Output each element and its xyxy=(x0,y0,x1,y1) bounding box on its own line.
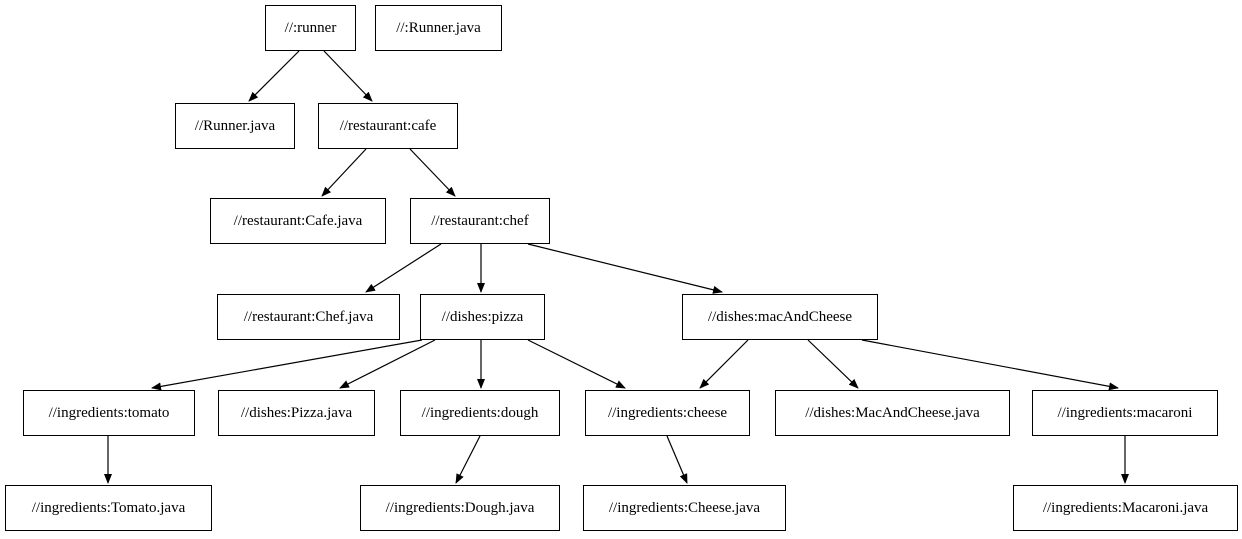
graph-node-label: //dishes:pizza xyxy=(441,308,524,325)
graph-node-ing_cheese[interactable]: //ingredients:cheese xyxy=(585,390,750,436)
graph-node-label: //dishes:macAndCheese xyxy=(707,308,853,325)
graph-node-runner[interactable]: //:runner xyxy=(265,5,356,51)
graph-edge-dishes_macandcheese-to-dishes_macjava xyxy=(807,339,859,389)
graph-node-restaurant_cafe[interactable]: //restaurant:cafe xyxy=(318,103,458,149)
graph-edge-restaurant_chef-to-restaurant_chef_java xyxy=(365,243,442,293)
graph-node-dishes_macandcheese[interactable]: //dishes:macAndCheese xyxy=(682,294,878,340)
graph-node-runner_java[interactable]: //Runner.java xyxy=(175,103,295,149)
graph-edge-runner-to-runner_java xyxy=(248,50,300,102)
graph-edge-dishes_pizza-to-ing_tomato xyxy=(151,339,423,391)
graph-node-label: //restaurant:cafe xyxy=(339,117,437,134)
graph-node-ing_dough[interactable]: //ingredients:dough xyxy=(400,390,560,436)
graph-node-dishes_macjava[interactable]: //dishes:MacAndCheese.java xyxy=(775,390,1010,436)
graph-node-label: //restaurant:chef xyxy=(431,212,529,229)
graph-edge-runner-to-restaurant_cafe xyxy=(323,50,373,102)
graph-node-label: //:Runner.java xyxy=(396,19,481,36)
graph-edge-restaurant_cafe-to-restaurant_cafe_java xyxy=(321,148,367,197)
graph-node-label: //restaurant:Cafe.java xyxy=(233,212,363,229)
graph-node-label: //ingredients:dough xyxy=(421,404,539,421)
graph-node-ing_tomato_java[interactable]: //ingredients:Tomato.java xyxy=(5,485,212,531)
graph-edge-restaurant_cafe-to-restaurant_chef xyxy=(409,148,456,197)
graph-node-ing_dough_java[interactable]: //ingredients:Dough.java xyxy=(360,485,560,531)
graph-node-ing_macaroni[interactable]: //ingredients:macaroni xyxy=(1032,390,1218,436)
graph-node-root_runner_java[interactable]: //:Runner.java xyxy=(375,5,502,51)
graph-node-label: //ingredients:Macaroni.java xyxy=(1042,499,1209,516)
graph-edges xyxy=(104,50,1129,484)
graph-edge-restaurant_chef-to-dishes_macandcheese xyxy=(527,243,723,294)
graph-node-dishes_pizza_java[interactable]: //dishes:Pizza.java xyxy=(218,390,375,436)
graph-edge-ing_cheese-to-ing_cheese_java xyxy=(666,435,688,484)
graph-node-label: //:runner xyxy=(284,19,337,36)
graph-node-dishes_pizza[interactable]: //dishes:pizza xyxy=(420,294,545,340)
graph-node-label: //restaurant:Chef.java xyxy=(243,308,374,325)
graph-node-label: //ingredients:macaroni xyxy=(1057,404,1193,421)
graph-edge-ing_dough-to-ing_dough_java xyxy=(455,435,481,484)
graph-node-label: //ingredients:Cheese.java xyxy=(608,499,761,516)
graph-node-label: //ingredients:Tomato.java xyxy=(31,499,186,516)
graph-edge-dishes_pizza-to-ing_cheese xyxy=(527,339,626,389)
graph-node-label: //ingredients:cheese xyxy=(607,404,728,421)
graph-node-label: //ingredients:Dough.java xyxy=(385,499,535,516)
graph-node-label: //dishes:Pizza.java xyxy=(240,404,353,421)
graph-node-ing_cheese_java[interactable]: //ingredients:Cheese.java xyxy=(583,485,786,531)
graph-edge-dishes_macandcheese-to-ing_cheese xyxy=(699,339,749,389)
graph-edge-dishes_pizza-to-dishes_pizza_java xyxy=(339,339,436,389)
graph-node-restaurant_chef[interactable]: //restaurant:chef xyxy=(410,198,550,244)
graph-edge-dishes_macandcheese-to-ing_macaroni xyxy=(861,339,1119,391)
graph-node-label: //Runner.java xyxy=(194,117,276,134)
graph-node-ing_tomato[interactable]: //ingredients:tomato xyxy=(23,390,195,436)
graph-node-restaurant_cafe_java[interactable]: //restaurant:Cafe.java xyxy=(210,198,386,244)
graph-node-label: //ingredients:tomato xyxy=(48,404,170,421)
graph-node-restaurant_chef_java[interactable]: //restaurant:Chef.java xyxy=(217,294,400,340)
graph-node-label: //dishes:MacAndCheese.java xyxy=(805,404,980,421)
graph-node-ing_macaroni_java[interactable]: //ingredients:Macaroni.java xyxy=(1013,485,1238,531)
